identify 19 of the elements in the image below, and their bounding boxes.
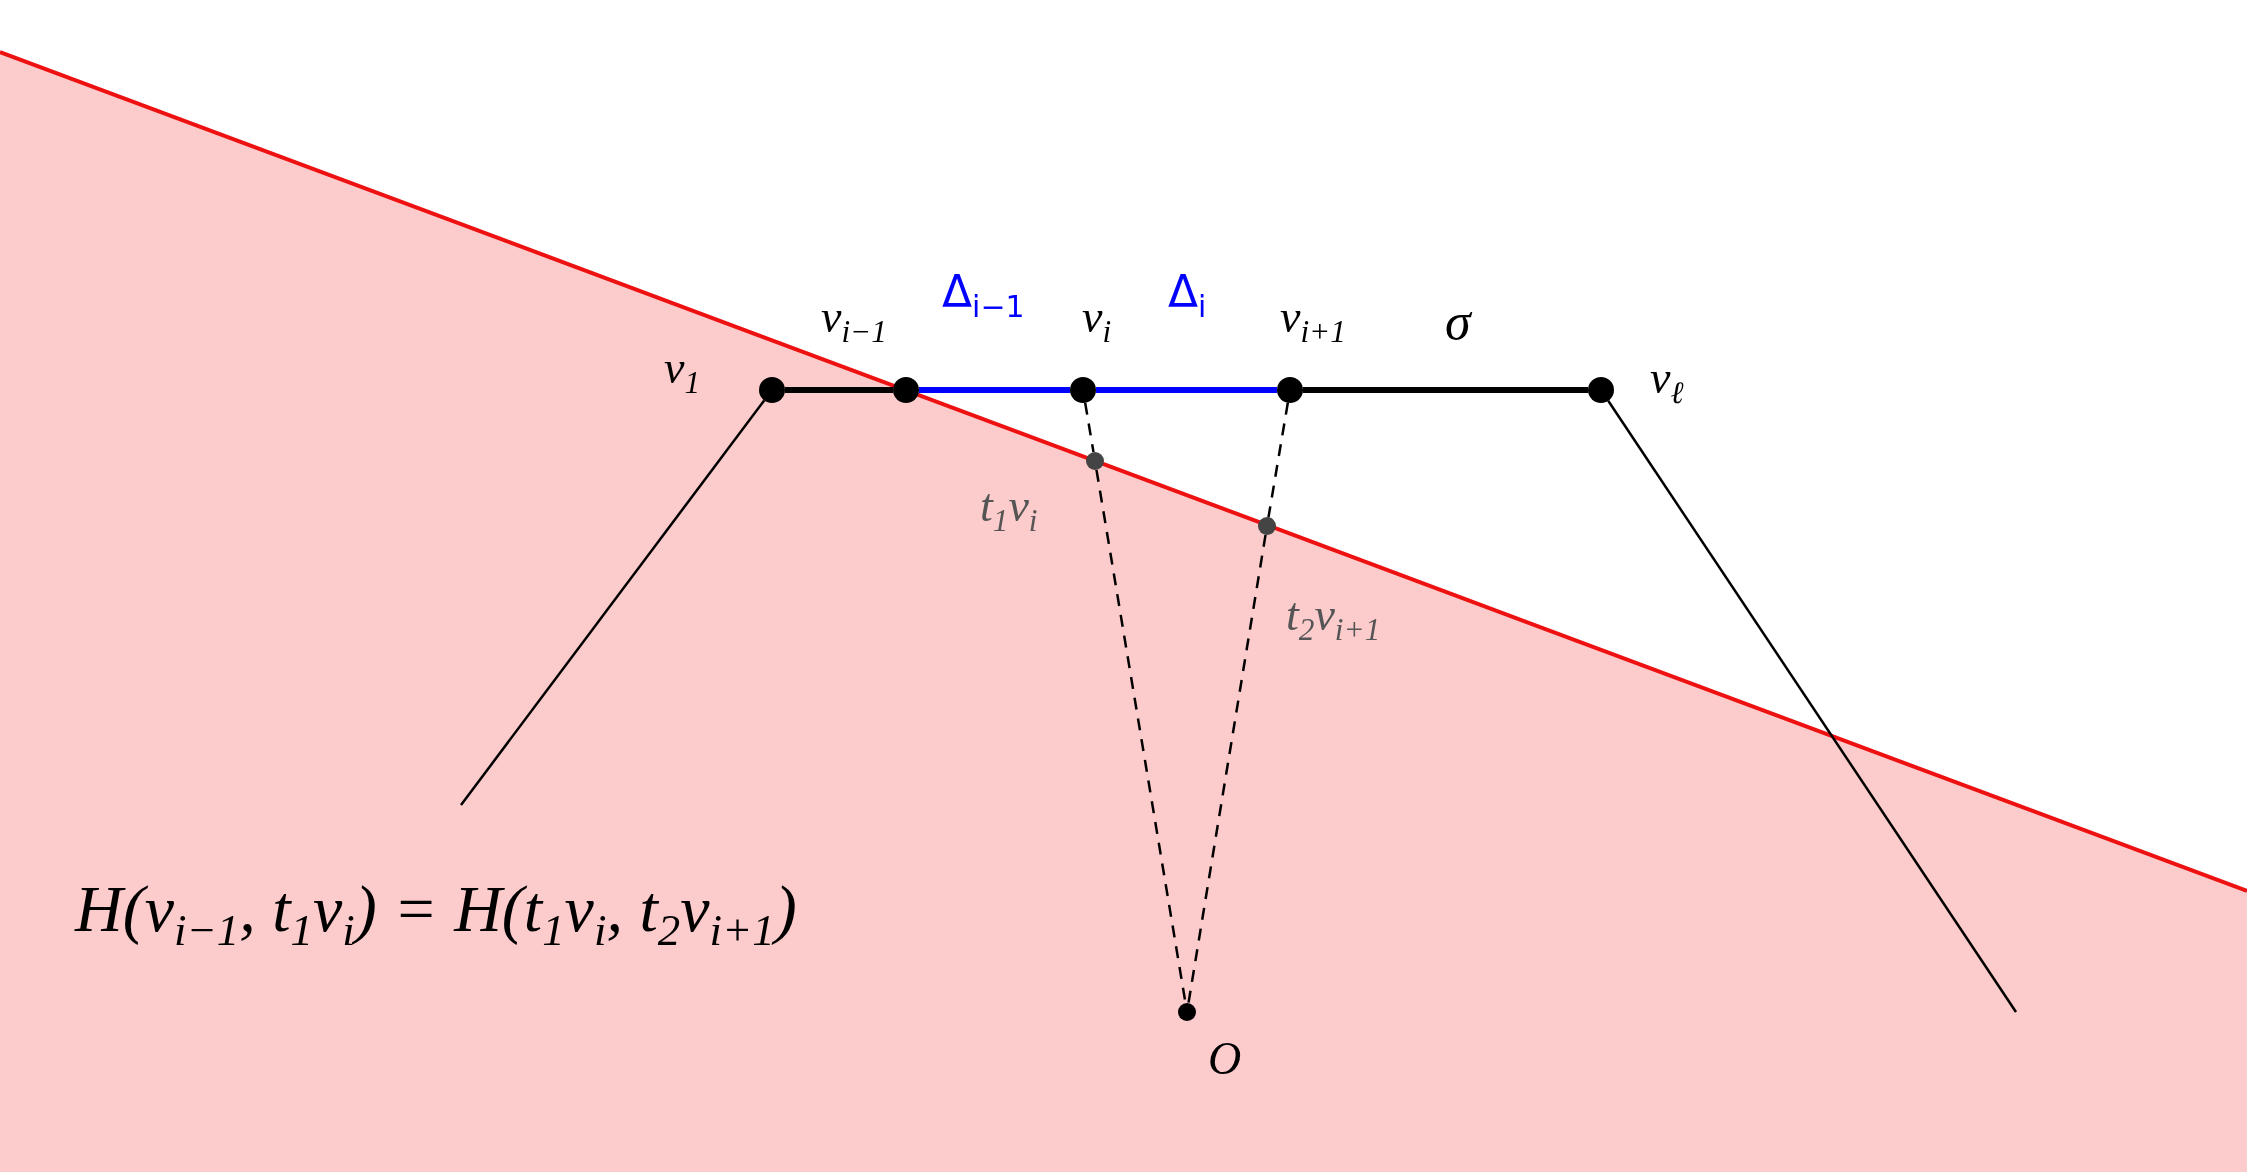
line-segment — [1607, 400, 2018, 1013]
chain-label: σ — [1445, 296, 1471, 348]
line-segment — [1096, 387, 1277, 393]
point-label: v$_{i}$ — [1082, 294, 1112, 348]
point-label: v$_{1}$ — [664, 345, 701, 399]
dashed-line — [1187, 534, 1267, 1004]
point-label: v$_{ℓ}$ — [1650, 355, 1684, 409]
point-label: v$_{i−1}$ — [821, 294, 887, 348]
line-segment — [785, 387, 893, 393]
point-label: v$_{i+1}$ — [1280, 294, 1346, 348]
line-segment — [919, 387, 1070, 393]
point-label: t$_{2}$v$_{i+1}$ — [1286, 592, 1381, 646]
line-segment — [1303, 387, 1588, 393]
point-label: t$_{1}$v$_{i}$ — [980, 483, 1038, 537]
line-segment — [460, 399, 766, 806]
formula-text: H(v$_{i−1}$, t$_{1}$v$_{i}$) = H(t$_{1}$v$_{i}$, t$_{2}$v$_{i+1}$) — [75, 876, 797, 954]
dashed-line — [1267, 402, 1290, 518]
point-label: O — [1208, 1036, 1242, 1082]
dashed-line — [1083, 402, 1095, 453]
